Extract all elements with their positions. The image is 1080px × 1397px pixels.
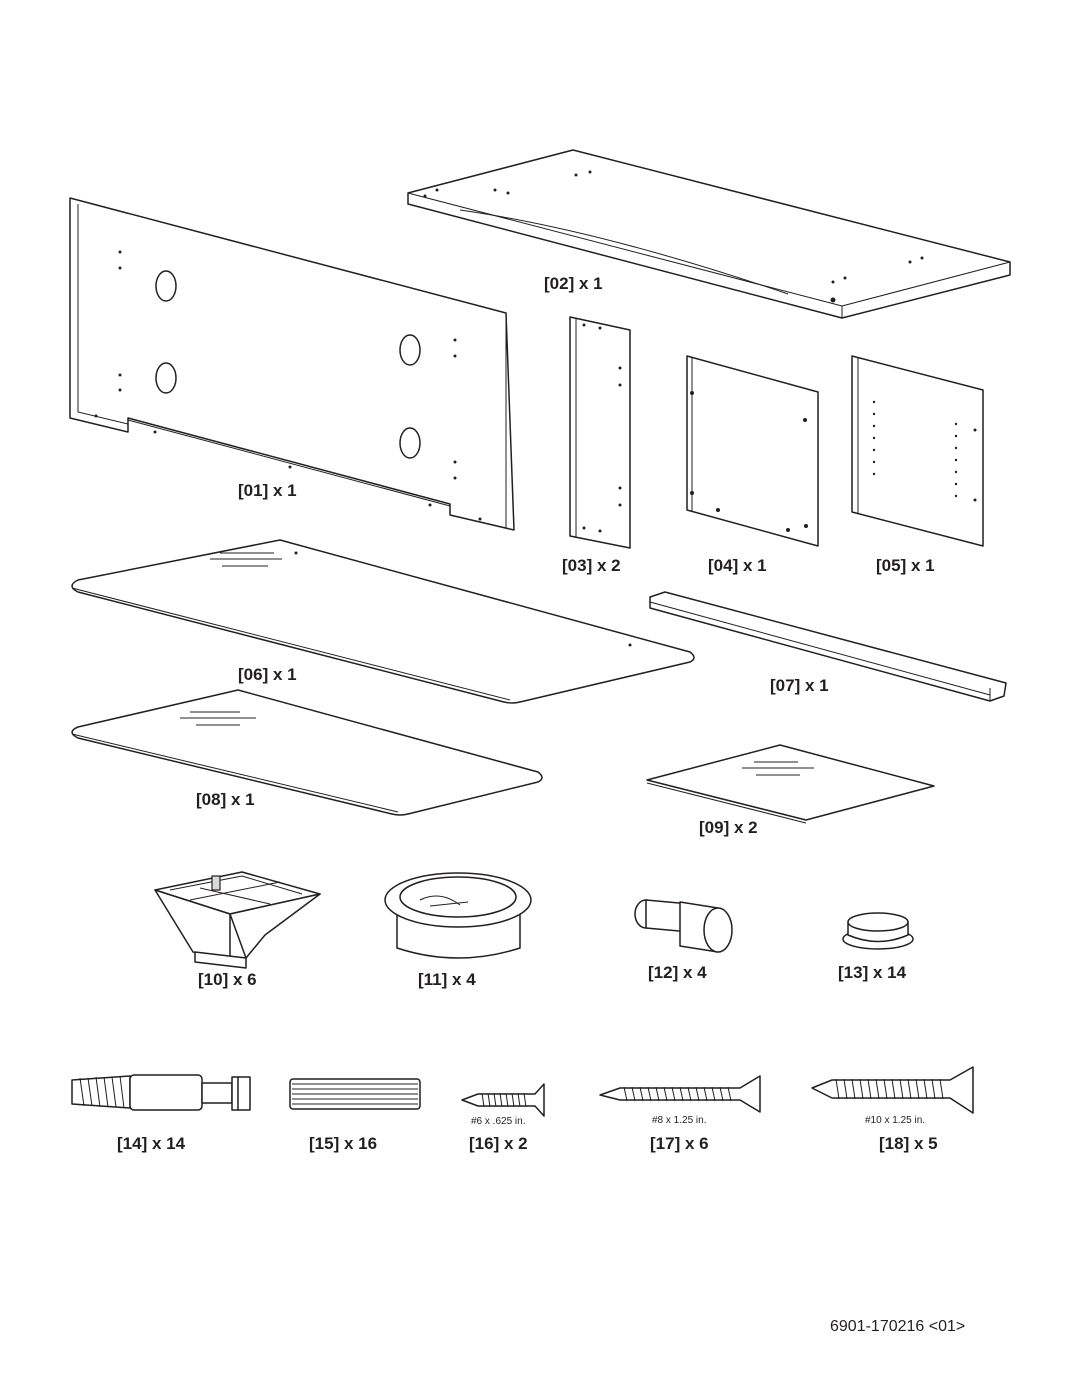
part-12-pin	[634, 899, 733, 953]
part-11-grommet	[384, 872, 532, 959]
part-09-glass-panel	[646, 744, 935, 824]
part-17-label: [17] x 6	[650, 1134, 709, 1153]
part-04-label: [04] x 1	[708, 556, 767, 575]
part-13-label: [13] x 14	[838, 963, 907, 982]
part-05-side-panel	[851, 355, 984, 547]
part-10-leg	[154, 871, 321, 969]
part-05-label: [05] x 1	[876, 556, 935, 575]
part-15-dowel	[289, 1078, 421, 1110]
part-07-label: [07] x 1	[770, 676, 829, 695]
part-16-screw-small	[461, 1083, 545, 1117]
part-14-label: [14] x 14	[117, 1134, 186, 1153]
part-16-spec: #6 x .625 in.	[471, 1116, 526, 1127]
part-18-spec: #10 x 1.25 in.	[865, 1115, 926, 1126]
part-02-top-panel	[407, 149, 1011, 319]
part-03-label: [03] x 2	[562, 556, 621, 575]
document-code: 6901-170216 <01>	[830, 1318, 966, 1335]
part-14-cam-bolt	[71, 1074, 251, 1111]
part-07-rail	[649, 591, 1007, 702]
part-18-label: [18] x 5	[879, 1134, 938, 1153]
part-17-screw-medium	[599, 1075, 761, 1113]
part-10-label: [10] x 6	[198, 970, 257, 989]
part-08-glass-shelf	[71, 689, 543, 816]
part-15-label: [15] x 16	[309, 1134, 378, 1153]
part-06-label: [06] x 1	[238, 665, 297, 684]
part-11-label: [11] x 4	[418, 970, 476, 989]
part-01-label: [01] x 1	[238, 481, 297, 500]
part-12-label: [12] x 4	[648, 963, 707, 982]
part-16-label: [16] x 2	[469, 1134, 528, 1153]
part-08-label: [08] x 1	[196, 790, 255, 809]
part-04-side-panel	[686, 355, 819, 547]
part-13-bumper	[842, 912, 914, 950]
part-06-glass-shelf	[71, 539, 695, 704]
part-09-label: [09] x 2	[699, 818, 758, 837]
part-03-divider	[569, 316, 631, 549]
part-18-screw-large	[811, 1066, 974, 1114]
part-02-label: [02] x 1	[544, 274, 603, 293]
part-17-spec: #8 x 1.25 in.	[652, 1115, 707, 1126]
part-01-back-panel	[69, 197, 515, 531]
